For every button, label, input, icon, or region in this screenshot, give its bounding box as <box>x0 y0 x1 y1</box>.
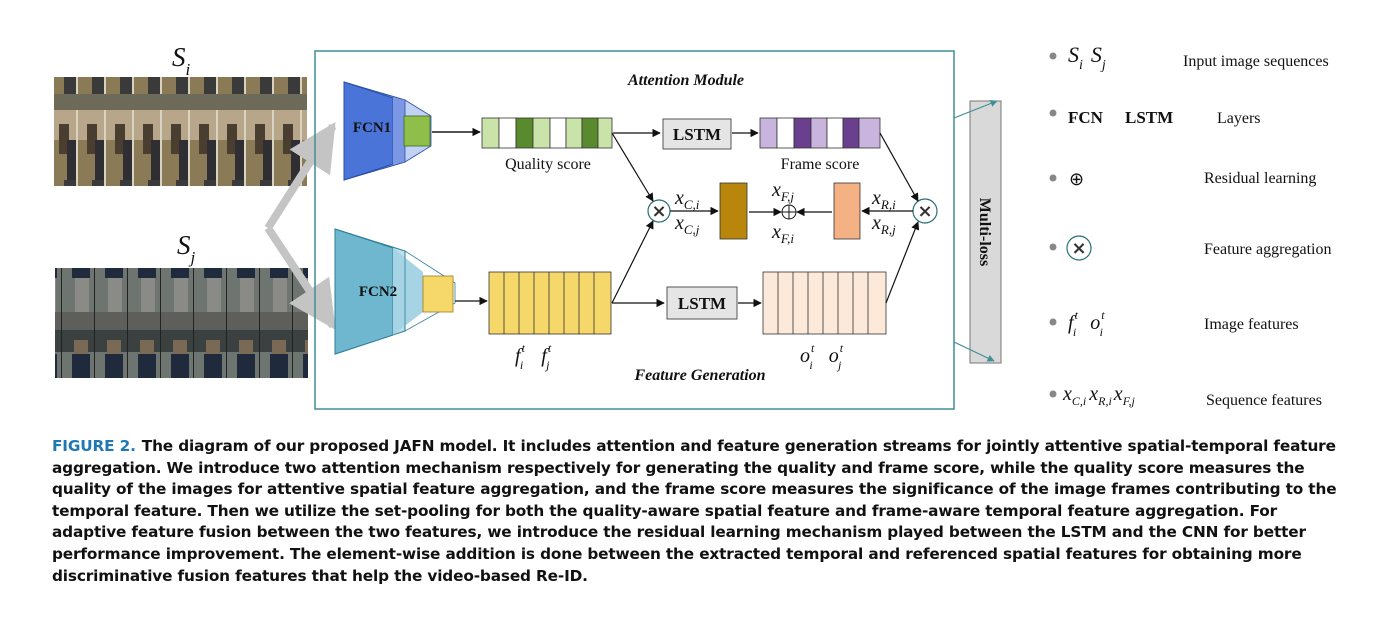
fcn1-label: FCN1 <box>353 120 391 136</box>
x-f-j-label: xF,j <box>771 179 794 204</box>
svg-text:×: × <box>1071 238 1086 259</box>
lstm-bottom-box <box>666 286 738 320</box>
multiloss-box <box>969 100 1002 364</box>
module-frame <box>314 50 955 410</box>
input-s-i-label: Si <box>172 42 191 79</box>
temporal-feature-bar <box>762 271 887 335</box>
figure-label: FIGURE 2. <box>52 437 136 455</box>
aggregation-node-left: × <box>647 199 671 223</box>
legend-term-lstm: LSTM <box>1125 108 1173 127</box>
multiloss-arrow-bottom <box>953 341 995 362</box>
quality-score-label: Quality score <box>505 156 591 173</box>
siamese-arrow-top <box>264 121 337 231</box>
residual-node <box>781 204 797 220</box>
jafn-diagram: Si Sj Attention Module Feature Generatio… <box>54 42 1332 410</box>
lstm-bottom-label: LSTM <box>678 294 726 313</box>
input-s-j-label: Sj <box>177 230 196 267</box>
legend-descr-1: Layers <box>1217 110 1261 127</box>
x-r-j-label: xR,j <box>871 212 896 237</box>
legend-bullet-2 <box>1049 174 1057 182</box>
lstm-top-box <box>662 118 732 150</box>
legend-aggregation-icon: × <box>1066 235 1092 261</box>
legend-term-fcn: FCN <box>1068 108 1104 127</box>
legend-descr-3: Feature aggregation <box>1204 241 1332 258</box>
legend-oplus-icon: ⊕ <box>1069 169 1084 189</box>
frame-score-bar <box>759 117 881 149</box>
legend-bullet-1 <box>1049 109 1057 117</box>
legend-bullet-0 <box>1049 52 1057 60</box>
fcn2-block: FCN2 <box>334 228 456 355</box>
x-f-i-label: xF,i <box>771 221 794 246</box>
flow-arrows <box>432 127 920 308</box>
legend-bullet-3 <box>1049 243 1057 251</box>
temporal-aggregated-feature <box>833 182 861 240</box>
legend-descr-5: Sequence features <box>1206 392 1322 409</box>
figure-caption: FIGURE 2.The diagram of our proposed JAF… <box>52 436 1352 587</box>
svg-text:×: × <box>651 201 666 222</box>
quality-score-bar <box>481 117 613 149</box>
aggregation-node-right: × <box>912 198 938 224</box>
sequence-image-j <box>55 268 308 378</box>
legend-descr-4: Image features <box>1204 316 1299 333</box>
fcn1-block: FCN1 <box>343 81 432 181</box>
siamese-arrow-bottom <box>264 225 337 331</box>
frame-score-label: Frame score <box>781 156 860 173</box>
fcn2-label: FCN2 <box>359 284 397 300</box>
lstm-top-label: LSTM <box>673 125 721 144</box>
legend-descr-0: Input image sequences <box>1183 53 1329 70</box>
legend-descr-2: Residual learning <box>1204 170 1316 187</box>
svg-text:×: × <box>917 201 932 222</box>
multiloss-arrow-top <box>953 100 998 119</box>
sequence-image-i <box>54 77 307 186</box>
legend-bullet-5 <box>1049 390 1057 398</box>
attention-module-title: Attention Module <box>627 72 744 89</box>
spatial-feature-bar <box>488 271 612 335</box>
x-r-i-label: xR,i <box>871 187 896 212</box>
spatial-aggregated-feature <box>719 182 748 240</box>
x-c-j-label: xC,j <box>674 212 700 237</box>
figure-caption-text: The diagram of our proposed JAFN model. … <box>52 437 1337 585</box>
multiloss-label: Multi-loss <box>976 198 993 266</box>
feature-generation-title: Feature Generation <box>633 367 765 384</box>
x-c-i-label: xC,i <box>674 187 700 212</box>
legend-bullet-4 <box>1049 318 1057 326</box>
